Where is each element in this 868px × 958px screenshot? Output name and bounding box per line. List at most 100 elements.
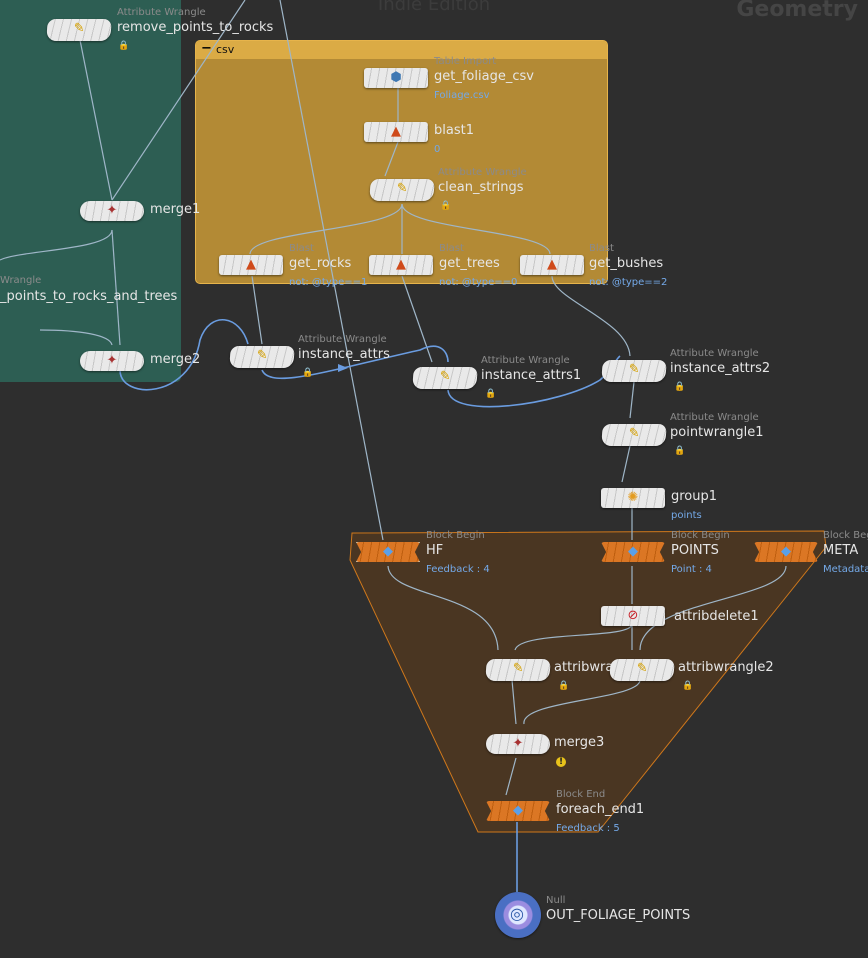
node-body[interactable]: ▲ [520,255,584,275]
node-name[interactable]: instance_attrs2 [670,361,771,376]
merge-icon: ✦ [512,736,524,751]
node-parameter: Point : 4 [671,564,712,575]
node-name[interactable]: get_trees [439,256,500,271]
node-parameter: Metadata [823,564,868,575]
node-name[interactable]: get_foliage_csv [434,69,534,84]
node-body[interactable]: ▲ [219,255,283,275]
node-parameter: Feedback : 4 [426,564,490,575]
node-name[interactable]: get_bushes [589,256,664,271]
wire [79,39,113,201]
lock-icon: 🔒 [674,382,686,392]
lock-icon: 🔒 [674,446,686,456]
node-body[interactable]: ▲ [364,122,428,142]
node-body[interactable]: ✎ [601,424,667,446]
node-body[interactable]: ✺ [601,488,665,508]
block-icon: ◆ [781,544,791,559]
node-body[interactable]: ✎ [485,659,551,681]
partial-node-type: Wrangle [0,275,42,286]
network-box-green[interactable] [0,0,181,382]
node-name[interactable]: META [823,543,859,558]
arrow-icon [338,364,348,372]
node-body[interactable]: ✎ [46,19,112,41]
node-parameter: Foliage.csv [434,90,490,101]
wire [401,203,551,255]
node-body[interactable]: ✎ [229,346,295,368]
node-name[interactable]: attribwra [554,660,614,675]
node-name[interactable]: merge3 [554,735,605,750]
node-name[interactable]: pointwrangle1 [670,425,764,440]
node-body[interactable]: ✎ [369,179,435,201]
wire [505,757,517,796]
node-type: Block Begin [823,530,868,541]
wire [514,623,633,651]
network-box-csv-label: csv [216,43,235,56]
blast-icon: ▲ [246,257,256,272]
node-type: Block Begin [671,530,730,541]
blast-icon: ▲ [547,257,557,272]
node-name[interactable]: get_rocks [289,256,352,271]
python-icon: ⬢ [390,70,402,85]
minus-icon[interactable]: − [201,41,212,56]
lock-icon: 🔒 [485,389,497,399]
node-name[interactable]: group1 [671,489,718,504]
lock-icon: 🔒 [302,368,314,378]
warning-icon[interactable]: ! [556,757,566,767]
network-box-csv-titlebar[interactable]: − csv [196,41,607,59]
node-name[interactable]: instance_attrs1 [481,368,582,383]
wire [387,565,499,651]
node-name[interactable]: blast1 [434,123,474,138]
node-body[interactable]: ⊘ [601,606,665,626]
network-context-label: Geometry [736,0,858,22]
node-name[interactable]: remove_points_to_rocks [117,20,274,35]
node-name[interactable]: OUT_FOLIAGE_POINTS [546,908,691,923]
node-body[interactable]: ◆ [486,801,550,821]
node-type: Attribute Wrangle [438,167,527,178]
node-body[interactable]: ✦ [80,201,144,221]
wire [0,229,113,261]
node-type: Attribute Wrangle [481,355,570,366]
wire [249,203,403,255]
block-icon: ◆ [513,803,523,818]
node-body[interactable]: ⬢ [364,68,428,88]
node-name[interactable]: instance_attrs [298,347,390,362]
node-body[interactable]: ◎ [495,892,541,938]
node-type: Null [546,895,566,906]
node-body[interactable]: ▲ [369,255,433,275]
wire [279,0,384,541]
wrangle-icon: ✎ [73,21,86,36]
node-body[interactable]: ✦ [80,351,144,371]
wire [551,275,631,357]
node-type: Blast [439,243,464,254]
node-type: Blast [289,243,314,254]
node-body[interactable]: ◆ [601,542,665,562]
node-name[interactable]: merge1 [150,202,201,217]
node-parameter: 0 [434,144,441,155]
node-body[interactable]: ◆ [356,542,420,562]
node-body[interactable]: ✎ [412,367,478,389]
blast-icon: ▲ [396,257,406,272]
node-name[interactable]: foreach_end1 [556,802,645,817]
node-type: Attribute Wrangle [117,7,206,18]
node-name[interactable]: attribwrangle2 [678,660,774,675]
block-icon: ◆ [628,544,638,559]
node-body[interactable]: ✦ [486,734,550,754]
node-body[interactable]: ◆ [754,542,818,562]
node-type: Table Import [434,56,497,67]
wire [511,679,517,725]
node-name[interactable]: HF [426,543,444,558]
node-name[interactable]: merge2 [150,352,201,367]
wrangle-icon: ✎ [636,661,649,676]
node-parameter: not: @type==0 [439,277,518,288]
node-body[interactable]: ✎ [609,659,675,681]
wrangle-icon: ✎ [628,362,641,377]
node-name[interactable]: POINTS [671,543,719,558]
attribdelete-icon: ⊘ [627,608,639,623]
node-body[interactable]: ✎ [601,360,667,382]
node-name[interactable]: clean_strings [438,180,524,195]
node-name[interactable]: attribdelete1 [674,609,759,624]
wire [523,679,641,725]
block-icon: ◆ [383,544,393,559]
null-icon: ◎ [510,904,524,923]
wire [111,0,246,201]
